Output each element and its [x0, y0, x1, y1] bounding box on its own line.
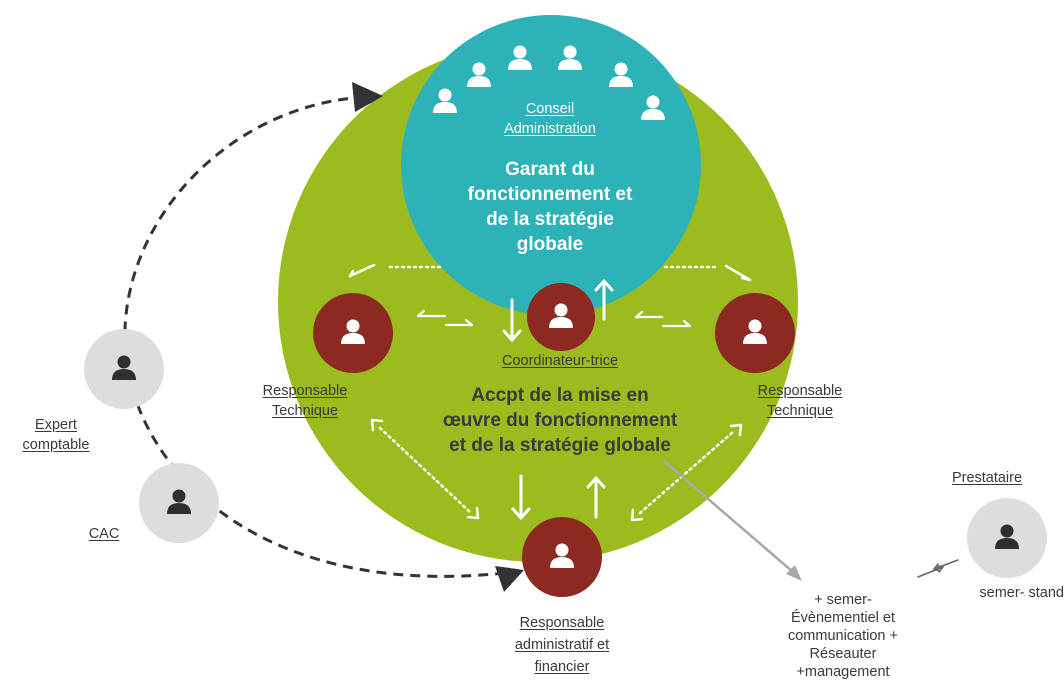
expert-comptable-label: Expert comptable	[0, 415, 112, 455]
coordinateur-role-line: et de la stratégie globale	[449, 435, 671, 456]
conseil-role-line: fonctionnement et	[467, 184, 633, 205]
coordinateur-role-line: Accpt de la mise en	[471, 385, 649, 406]
prestataire-caption-text: semer- stand	[979, 585, 1064, 601]
conseil-label-line: Conseil	[525, 101, 575, 117]
cac-label-text: CAC	[88, 526, 120, 542]
label-line: financier	[534, 659, 590, 675]
expert-comptable-node	[84, 329, 164, 409]
vertical-arrows	[502, 279, 614, 520]
conseil-role-line: Garant du	[505, 159, 595, 180]
label-line: Expert	[35, 417, 77, 433]
responsable-technique-left-label: Responsable Technique	[240, 381, 370, 421]
label-line: administratif et	[514, 637, 610, 653]
semer-note-line: communication +	[787, 628, 898, 644]
label-line: comptable	[22, 437, 90, 453]
semer-note-line: + semer-	[814, 592, 872, 608]
cac-node	[139, 463, 219, 543]
label-line: Responsable	[519, 615, 605, 631]
label-line: Responsable	[757, 383, 843, 399]
responsable-technique-left-node	[313, 293, 393, 373]
conseil-circle	[401, 15, 701, 315]
coordinateur-role: Accpt de la mise en œuvre du fonctionnem…	[405, 383, 715, 458]
coordinateur-label: Coordinateur-trice	[470, 351, 650, 371]
semer-arrow	[663, 460, 802, 581]
prestataire-exchange-arrows	[917, 559, 959, 578]
diagonal-dotted-arrows	[370, 418, 743, 522]
cac-label: CAC	[74, 524, 134, 544]
semer-note-line: Évènementiel et	[791, 610, 895, 626]
dashed-cycle-arrow	[123, 82, 524, 592]
conseil-role: Garant du fonctionnement et de la straté…	[440, 157, 660, 257]
label-line: Responsable	[262, 383, 348, 399]
exchange-arrows	[416, 309, 692, 328]
coordinateur-label-text: Coordinateur-trice	[501, 353, 619, 369]
prestataire-label-text: Prestataire	[951, 470, 1023, 486]
semer-note-line: +management	[796, 664, 890, 680]
conseil-label: Conseil Administration	[480, 99, 620, 139]
conseil-label-line: Administration	[504, 121, 596, 137]
responsable-technique-right-label: Responsable Technique	[735, 381, 865, 421]
label-line: Technique	[271, 403, 339, 419]
conseil-role-line: globale	[516, 234, 584, 255]
conseil-technique-links	[348, 263, 752, 282]
responsable-technique-right-node	[715, 293, 795, 373]
responsable-admin-node	[522, 517, 602, 597]
semer-note-line: Réseauter	[809, 646, 877, 662]
responsable-admin-label: Responsable administratif et financier	[497, 612, 627, 678]
semer-note: + semer- Évènementiel et communication +…	[753, 591, 933, 681]
conseil-role-line: de la stratégie	[486, 209, 614, 230]
coordinateur-node	[527, 283, 595, 351]
prestataire-node	[967, 498, 1047, 578]
label-line: Technique	[766, 403, 834, 419]
prestataire-caption: semer- stand	[964, 584, 1064, 602]
prestataire-label: Prestataire	[937, 468, 1037, 488]
coordinateur-role-line: œuvre du fonctionnement	[442, 410, 678, 431]
